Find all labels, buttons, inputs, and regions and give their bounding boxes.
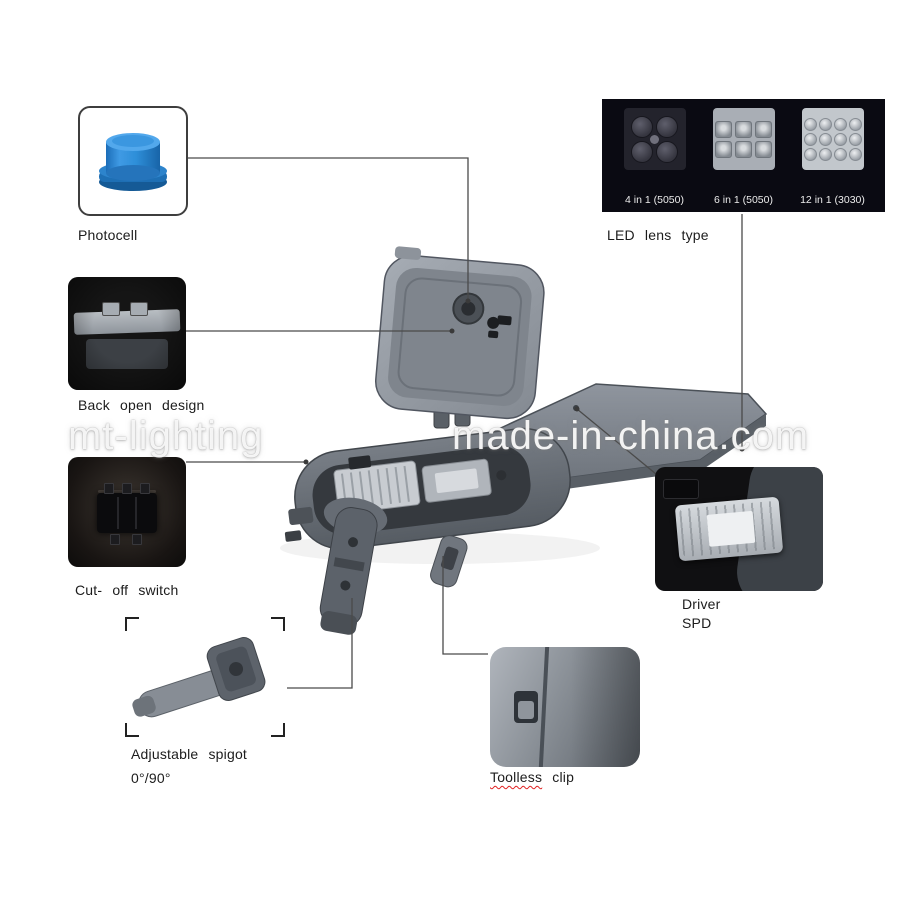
led-lens-label: LED lens type — [607, 227, 709, 243]
lens-dot — [848, 132, 862, 146]
spigot-drawing — [132, 637, 266, 718]
lens-dot — [833, 147, 847, 161]
product-clip — [430, 535, 468, 588]
back-open-label: Back open design — [78, 397, 205, 413]
toolless-clip-label: Toolless clip — [490, 769, 574, 785]
switch-pin — [140, 483, 150, 494]
lens-variant-name: 4 in 1 (5050) — [625, 194, 684, 206]
driver-spd-image — [655, 467, 823, 591]
lens-module-6in1-image — [712, 108, 775, 170]
photocell-image — [78, 106, 188, 216]
lens-dot — [818, 117, 832, 131]
line-endpoint-dots — [303, 298, 745, 465]
spigot-image — [125, 617, 285, 737]
lens-dot — [656, 140, 678, 163]
crop-mark — [125, 723, 139, 737]
lens-module-4in1-image — [623, 108, 686, 170]
lens-dot — [755, 140, 772, 158]
lens-dot — [818, 147, 832, 161]
lens-dot — [656, 115, 678, 138]
driver-label: Driver — [682, 596, 721, 612]
lens-dot — [833, 132, 847, 146]
lens-dot — [848, 117, 862, 131]
crop-mark — [125, 617, 139, 631]
product-body — [284, 427, 571, 550]
lens-dot — [715, 120, 732, 138]
lens-dot — [755, 120, 772, 138]
switch-groove — [117, 497, 119, 529]
cutoff-switch-image — [68, 457, 186, 567]
driver-line — [576, 408, 657, 475]
lid-connector — [487, 315, 512, 339]
switch-body — [97, 493, 157, 533]
crop-mark — [271, 617, 285, 631]
lens-dot — [631, 115, 653, 138]
switch-pin — [122, 483, 132, 494]
lens-variant-name: 12 in 1 (3030) — [800, 194, 865, 206]
photo-vignette — [68, 277, 186, 390]
clip-tab — [518, 701, 534, 719]
photo-shade — [571, 647, 640, 767]
switch-pin — [132, 534, 142, 545]
driver-sticker — [706, 511, 756, 547]
toolless-line — [442, 556, 488, 655]
toolless-clip-image — [490, 647, 640, 767]
photocell-line — [186, 157, 469, 300]
switch-pin — [104, 483, 114, 494]
callout-lines — [186, 157, 743, 689]
lens-dot — [803, 132, 817, 146]
lens-dot — [833, 117, 847, 131]
housing-seam — [538, 647, 550, 767]
clip-word: clip — [552, 769, 575, 785]
product-lid — [375, 246, 545, 420]
spigot-angle-label: 0°/90° — [131, 770, 171, 786]
spd-label: SPD — [682, 615, 712, 631]
lens-variant-6in1: 6 in 1 (5050) — [699, 108, 788, 206]
driver-connector — [663, 479, 699, 499]
lens-dot — [715, 140, 732, 158]
lens-dot — [631, 140, 653, 163]
lens-variant-12in1: 12 in 1 (3030) — [788, 108, 877, 206]
lens-module-12in1-image — [801, 108, 864, 170]
lens-center-screw — [650, 134, 659, 144]
lens-dot — [735, 120, 752, 138]
spigot-label: Adjustable spigot — [131, 746, 248, 762]
crop-mark — [271, 723, 285, 737]
product-spigot-arm — [319, 497, 388, 635]
lens-dot — [803, 147, 817, 161]
cutoff-switch-part — [288, 506, 314, 526]
lens-dot — [735, 140, 752, 158]
switch-pin — [110, 534, 120, 545]
photocell-label: Photocell — [78, 227, 138, 243]
spigot-line — [287, 598, 353, 689]
led-lens-panel: 4 in 1 (5050) 6 in 1 (5050) 12 in 1 (303… — [602, 99, 885, 212]
toolless-word: Toolless — [490, 769, 543, 785]
lens-dot — [803, 117, 817, 131]
lens-dot — [848, 147, 862, 161]
cutoff-switch-label: Cut- off switch — [75, 582, 179, 598]
lens-variant-name: 6 in 1 (5050) — [714, 194, 773, 206]
lens-dot — [818, 132, 832, 146]
photocell-cap-icon — [99, 133, 167, 191]
lens-variant-4in1: 4 in 1 (5050) — [610, 108, 699, 206]
back-open-image — [68, 277, 186, 390]
switch-groove — [135, 497, 137, 529]
driver-module — [674, 496, 784, 562]
